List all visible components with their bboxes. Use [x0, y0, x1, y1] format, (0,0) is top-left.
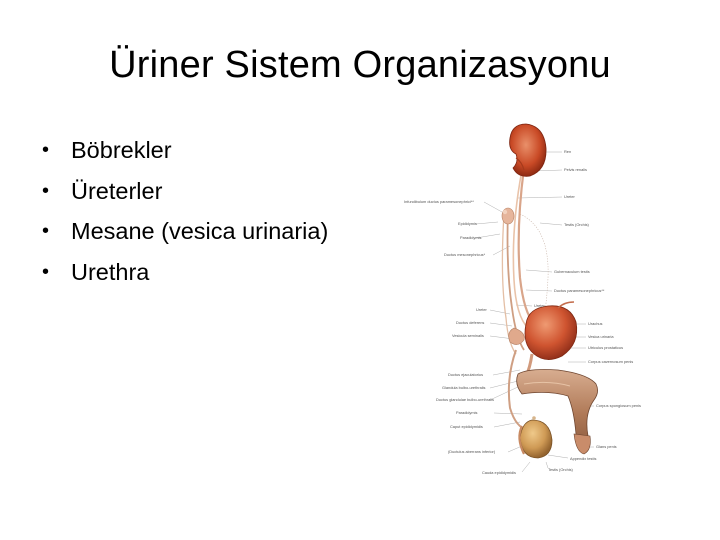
label-gubernaculum: Gubernaculum testis — [554, 269, 590, 274]
kidney — [509, 123, 547, 177]
label-glans-penis: Glans penis — [596, 444, 617, 449]
label-ureter-mid: Ureter — [534, 303, 546, 308]
label-epididymis: Epididymis — [458, 221, 477, 226]
label-ductus-ejaculatorius: Ductus ejaculatorius — [448, 372, 483, 377]
bullet-dot-icon: • — [42, 220, 50, 242]
bullet-text: Urethra — [71, 258, 150, 285]
urinary-bladder — [524, 305, 578, 360]
label-ductus-mesonephricus: Ductus mesonephricus* — [444, 252, 486, 257]
bullet-item: • Urethra — [42, 252, 328, 293]
label-vesica-urinaria: Vesica urinaria — [588, 334, 614, 339]
bullet-dot-icon: • — [42, 260, 50, 283]
label-corpus-spongiosum: Corpus spongiosum penis — [596, 403, 641, 408]
seminal-vesicle — [508, 327, 525, 345]
bullet-text: Üreterler — [71, 177, 163, 204]
label-vesicula-seminalis: Vesicula seminalis — [452, 333, 484, 338]
label-ureter-upper: Ureter — [564, 194, 576, 199]
renal-pelvis — [515, 157, 525, 171]
label-ductus-glandulae: Ductus glandulae bulbo-urethralis — [436, 397, 494, 402]
bullet-dot-icon: • — [42, 179, 50, 202]
label-ureter-lower: Ureter — [476, 307, 488, 312]
label-cauda-epididymidis: Cauda epididymidis — [482, 470, 516, 475]
label-utriculus: Utriculus prostaticus — [588, 345, 623, 350]
ureter-tube-inner — [512, 169, 529, 329]
label-paradidymis-upper: Paradidymis — [460, 235, 481, 240]
bullet-item: • Böbrekler — [42, 130, 328, 171]
corpus-line — [523, 381, 571, 387]
anatomy-illustration: Ren Pelvis renalis Ureter Infundibulum d… — [398, 118, 648, 480]
label-testis-orchis-upper: Testis (Orchis) — [564, 222, 590, 227]
bullet-dot-icon: • — [42, 139, 50, 161]
anatomy-labels: Ren Pelvis renalis Ureter Infundibulum d… — [404, 149, 641, 475]
glans-penis — [573, 433, 591, 455]
urachus-line — [557, 301, 575, 309]
label-appendix-testis: Appendix testis — [570, 456, 596, 461]
urogenital-anatomy-diagram: Ren Pelvis renalis Ureter Infundibulum d… — [404, 123, 641, 475]
label-infundibulum: Infundibulum ductus paramesonephrici** — [404, 199, 474, 204]
mesonephric-duct-tube — [501, 213, 517, 355]
bullet-text: Mesane (vesica urinaria) — [71, 218, 329, 244]
label-caput-epididymidis: Caput epididymidis — [450, 424, 483, 429]
slide-title: Üriner Sistem Organizasyonu — [109, 44, 611, 86]
label-glandula-bulbo: Glandula bulbo-urethralis — [442, 385, 486, 390]
label-ductulus-aberrans: (Ductulus aberrans inferior) — [448, 449, 496, 454]
label-corpus-cavernosum: Corpus cavernosum penis — [588, 359, 633, 364]
label-ren: Ren — [564, 149, 571, 154]
bullet-item: • Mesane (vesica urinaria) — [42, 211, 328, 252]
label-urachus: Urachus — [588, 321, 603, 326]
bullet-item: • Üreterler — [42, 171, 328, 212]
epididymis — [518, 425, 525, 455]
bullet-text: Böbrekler — [71, 137, 172, 163]
infundibulum-mark — [502, 209, 508, 215]
bullet-list: • Böbrekler • Üreterler • Mesane (vesica ur… — [42, 130, 328, 292]
appendix-testis-mark — [532, 416, 536, 420]
ureter-tube — [517, 167, 535, 324]
testis — [519, 419, 553, 459]
label-ductus-paramesonephricus: Ductus paramesonephricus** — [554, 288, 605, 293]
label-paradidymis-lower: Paradidymis — [456, 410, 477, 415]
label-pelvis-renalis: Pelvis renalis — [564, 167, 587, 172]
label-ductus-deferens: Ductus deferens — [456, 320, 484, 325]
label-testis-orchis-lower: Testis (Orchis) — [548, 467, 574, 472]
dotted-outline — [519, 213, 549, 345]
